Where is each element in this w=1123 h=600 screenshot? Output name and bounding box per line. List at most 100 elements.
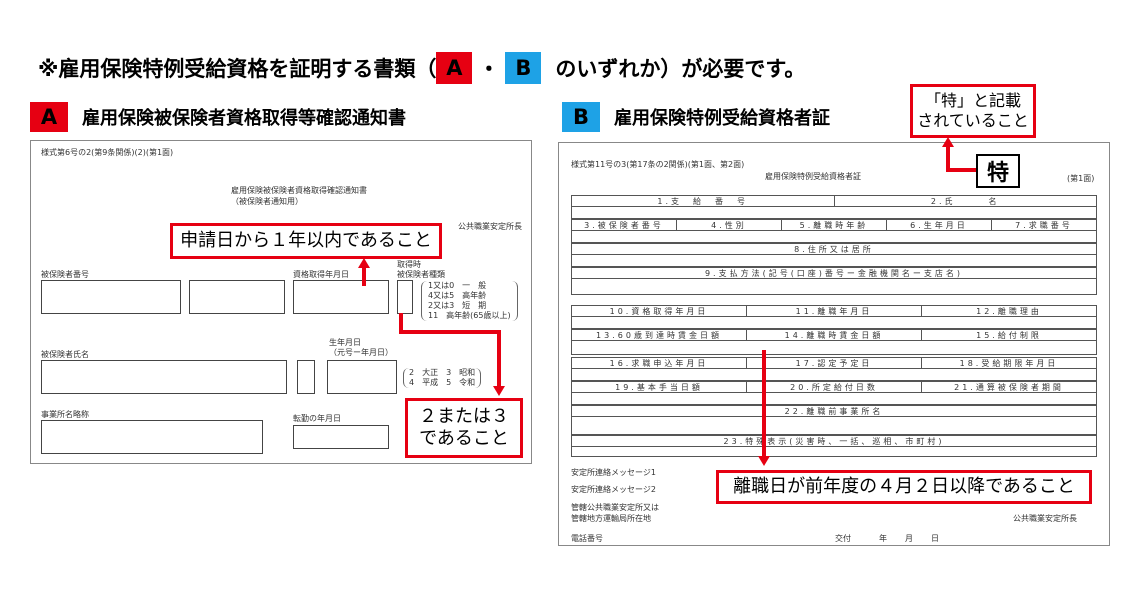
row-cell: 12.離職理由: [921, 305, 1096, 317]
birth-label-1: 生年月日: [329, 338, 361, 347]
row-cell: 21.通算被保険者期間: [921, 381, 1096, 393]
row-cell: 9.支払方法(記号(口座)番号ー金融機関名ー支店名): [704, 268, 964, 278]
row-blank: [571, 341, 1097, 355]
year-label: 年: [879, 534, 887, 543]
office-box: [41, 420, 263, 454]
row-blank: [571, 231, 1097, 243]
callout-b-mark-text: 「特」と記載 されていること: [917, 91, 1029, 130]
office-address-2: 管轄地方運輸局所在地: [571, 514, 651, 523]
form-b-row-2: 3.被保険者番号 4.性別 5.離職時年齢 6.生年月日 7.求職番号: [571, 219, 1097, 231]
row-cell: 19.基本手当日額: [615, 382, 703, 392]
insured-number-label: 被保険者番号: [41, 270, 89, 279]
section-a-title-text: 雇用保険被保険者資格取得等確認通知書: [82, 108, 406, 129]
row-blank: [571, 279, 1097, 295]
form-b-code: 様式第11号の3(第17条の2関係)(第1面、第2面): [571, 160, 745, 169]
callout-a-date-arrow: [358, 258, 370, 268]
form-a-code: 様式第6号の2(第9条関係)(2)(第1面): [41, 148, 174, 157]
era-option: 2 大正 3 昭和: [409, 368, 476, 377]
acquisition-date-box: [293, 280, 389, 314]
acquisition-date-label: 資格取得年月日: [293, 270, 349, 279]
callout-a-type-arrow: [493, 386, 505, 396]
message-2: 安定所連絡メッセージ2: [571, 485, 656, 494]
form-b-row-3: 8.住所又は居所: [571, 243, 1097, 255]
row-cell: 1.支 給 番 号: [657, 196, 749, 206]
form-b-issuer: 公共職業安定所長: [1013, 514, 1077, 523]
tokurei-mark: 特: [976, 154, 1020, 188]
row-cell: 13.60歳到達時賃金日額: [596, 330, 722, 340]
callout-a-date-text: 申請日から１年以内であること: [180, 229, 432, 251]
row-cell: 3.被保険者番号: [584, 220, 664, 230]
insured-number-box-2: [189, 280, 285, 314]
type-option: 1又は0 一 般: [428, 281, 487, 290]
transfer-box: [293, 425, 389, 449]
callout-a-type-line-3: [497, 330, 501, 386]
form-a-notice: 様式第6号の2(第9条関係)(2)(第1面) 雇用保険被保険者資格取得確認通知書…: [30, 140, 532, 464]
form-b-row-5: 10.資格取得年月日 11.離職年月日 12.離職理由: [571, 305, 1097, 317]
row-blank: [571, 207, 1097, 219]
callout-a-date-line: [362, 268, 366, 286]
type-option: 11 高年齢(65歳以上): [428, 311, 511, 320]
form-b-row-7: 16.求職申込年月日 17.認定予定日 18.受給期限年月日: [571, 357, 1097, 369]
day-label: 日: [931, 534, 939, 543]
form-b-row-8: 19.基本手当日額 20.所定給付日数 21.通算被保険者期間: [571, 381, 1097, 393]
era-options: 2 大正 3 昭和 4 平成 5 令和: [403, 368, 482, 388]
heading-badge-a: A: [436, 52, 473, 84]
form-a-issuer: 公共職業安定所長: [458, 222, 522, 231]
callout-b-date: 離職日が前年度の４月２日以降であること: [716, 470, 1092, 504]
callout-b-date-text: 離職日が前年度の４月２日以降であること: [733, 475, 1075, 497]
row-cell: 23.特殊表示(災害時、一括、巡相、市町村): [723, 436, 945, 446]
tokurei-mark-text: 特: [986, 161, 1009, 186]
row-blank: [571, 369, 1097, 381]
insured-number-box-1: [41, 280, 181, 314]
callout-a-type-text: ２または３ であること: [419, 405, 509, 450]
row-cell: 16.求職申込年月日: [609, 358, 709, 368]
insured-type-label-1: 取得時: [397, 260, 421, 269]
callout-b-date-arrow: [758, 456, 770, 466]
section-b-title-text: 雇用保険特例受給資格者証: [614, 108, 830, 129]
issued-label: 交付: [835, 534, 851, 543]
row-blank: [571, 447, 1097, 457]
row-cell: 5.離職時年齢: [781, 219, 886, 231]
form-b-row-1: 1.支 給 番 号 2.氏 名: [571, 195, 1097, 207]
office-address-1: 管轄公共職業安定所又は: [571, 503, 659, 512]
heading-separator: ・: [478, 57, 500, 81]
callout-b-mark-line-1: [946, 146, 950, 172]
callout-b-mark-line-2: [946, 168, 976, 172]
section-a-badge: A: [30, 102, 68, 132]
type-option: 4又は5 高年齢: [428, 291, 487, 300]
era-option: 4 平成 5 令和: [409, 378, 476, 387]
row-cell: 17.認定予定日: [746, 357, 921, 369]
insured-type-options: 1又は0 一 般 4又は5 高年齢 2又は3 短 期 11 高年齢(65歳以上): [421, 281, 518, 321]
callout-b-mark-arrow: [942, 137, 954, 147]
phone-label: 電話番号: [571, 534, 603, 543]
row-blank: [571, 255, 1097, 267]
requirement-heading: ※雇用保険特例受給資格を証明する書類（ A ・ B のいずれか）が必要です。: [38, 52, 805, 84]
section-b-title: B 雇用保険特例受給資格者証: [562, 102, 830, 132]
section-a-title: A 雇用保険被保険者資格取得等確認通知書: [30, 102, 406, 132]
row-blank: [571, 393, 1097, 405]
row-blank: [571, 317, 1097, 329]
form-a-title: 雇用保険被保険者資格取得確認通知書: [231, 186, 367, 195]
birth-date-box: [327, 360, 397, 394]
callout-b-date-line: [762, 350, 766, 458]
form-b-row-6: 13.60歳到達時賃金日額 14.離職時賃金日額 15.給付制限: [571, 329, 1097, 341]
form-b-row-4: 9.支払方法(記号(口座)番号ー金融機関名ー支店名): [571, 267, 1097, 279]
heading-suffix: のいずれか）が必要です。: [555, 57, 806, 81]
form-b-title: 雇用保険特例受給資格者証: [765, 172, 861, 181]
type-option: 2又は3 短 期: [428, 301, 487, 310]
birth-label-2: （元号ー年月日）: [329, 348, 393, 357]
insured-name-label: 被保険者氏名: [41, 350, 89, 359]
callout-a-type-line-1: [399, 313, 403, 333]
message-1: 安定所連絡メッセージ1: [571, 468, 656, 477]
row-cell: 2.氏 名: [833, 195, 1097, 207]
row-cell: 10.資格取得年月日: [609, 306, 709, 316]
callout-b-mark: 「特」と記載 されていること: [910, 84, 1036, 138]
heading-prefix: ※雇用保険特例受給資格を証明する書類（: [38, 57, 437, 81]
insured-type-label-2: 被保険者種類: [397, 270, 445, 279]
callout-a-date: 申請日から１年以内であること: [170, 223, 442, 259]
form-a-subtitle: （被保険者通知用）: [231, 197, 303, 206]
row-cell: 18.受給期限年月日: [921, 357, 1096, 369]
row-cell: 15.給付制限: [921, 329, 1096, 341]
row-cell: 6.生年月日: [886, 219, 991, 231]
insured-type-box: [397, 280, 413, 314]
